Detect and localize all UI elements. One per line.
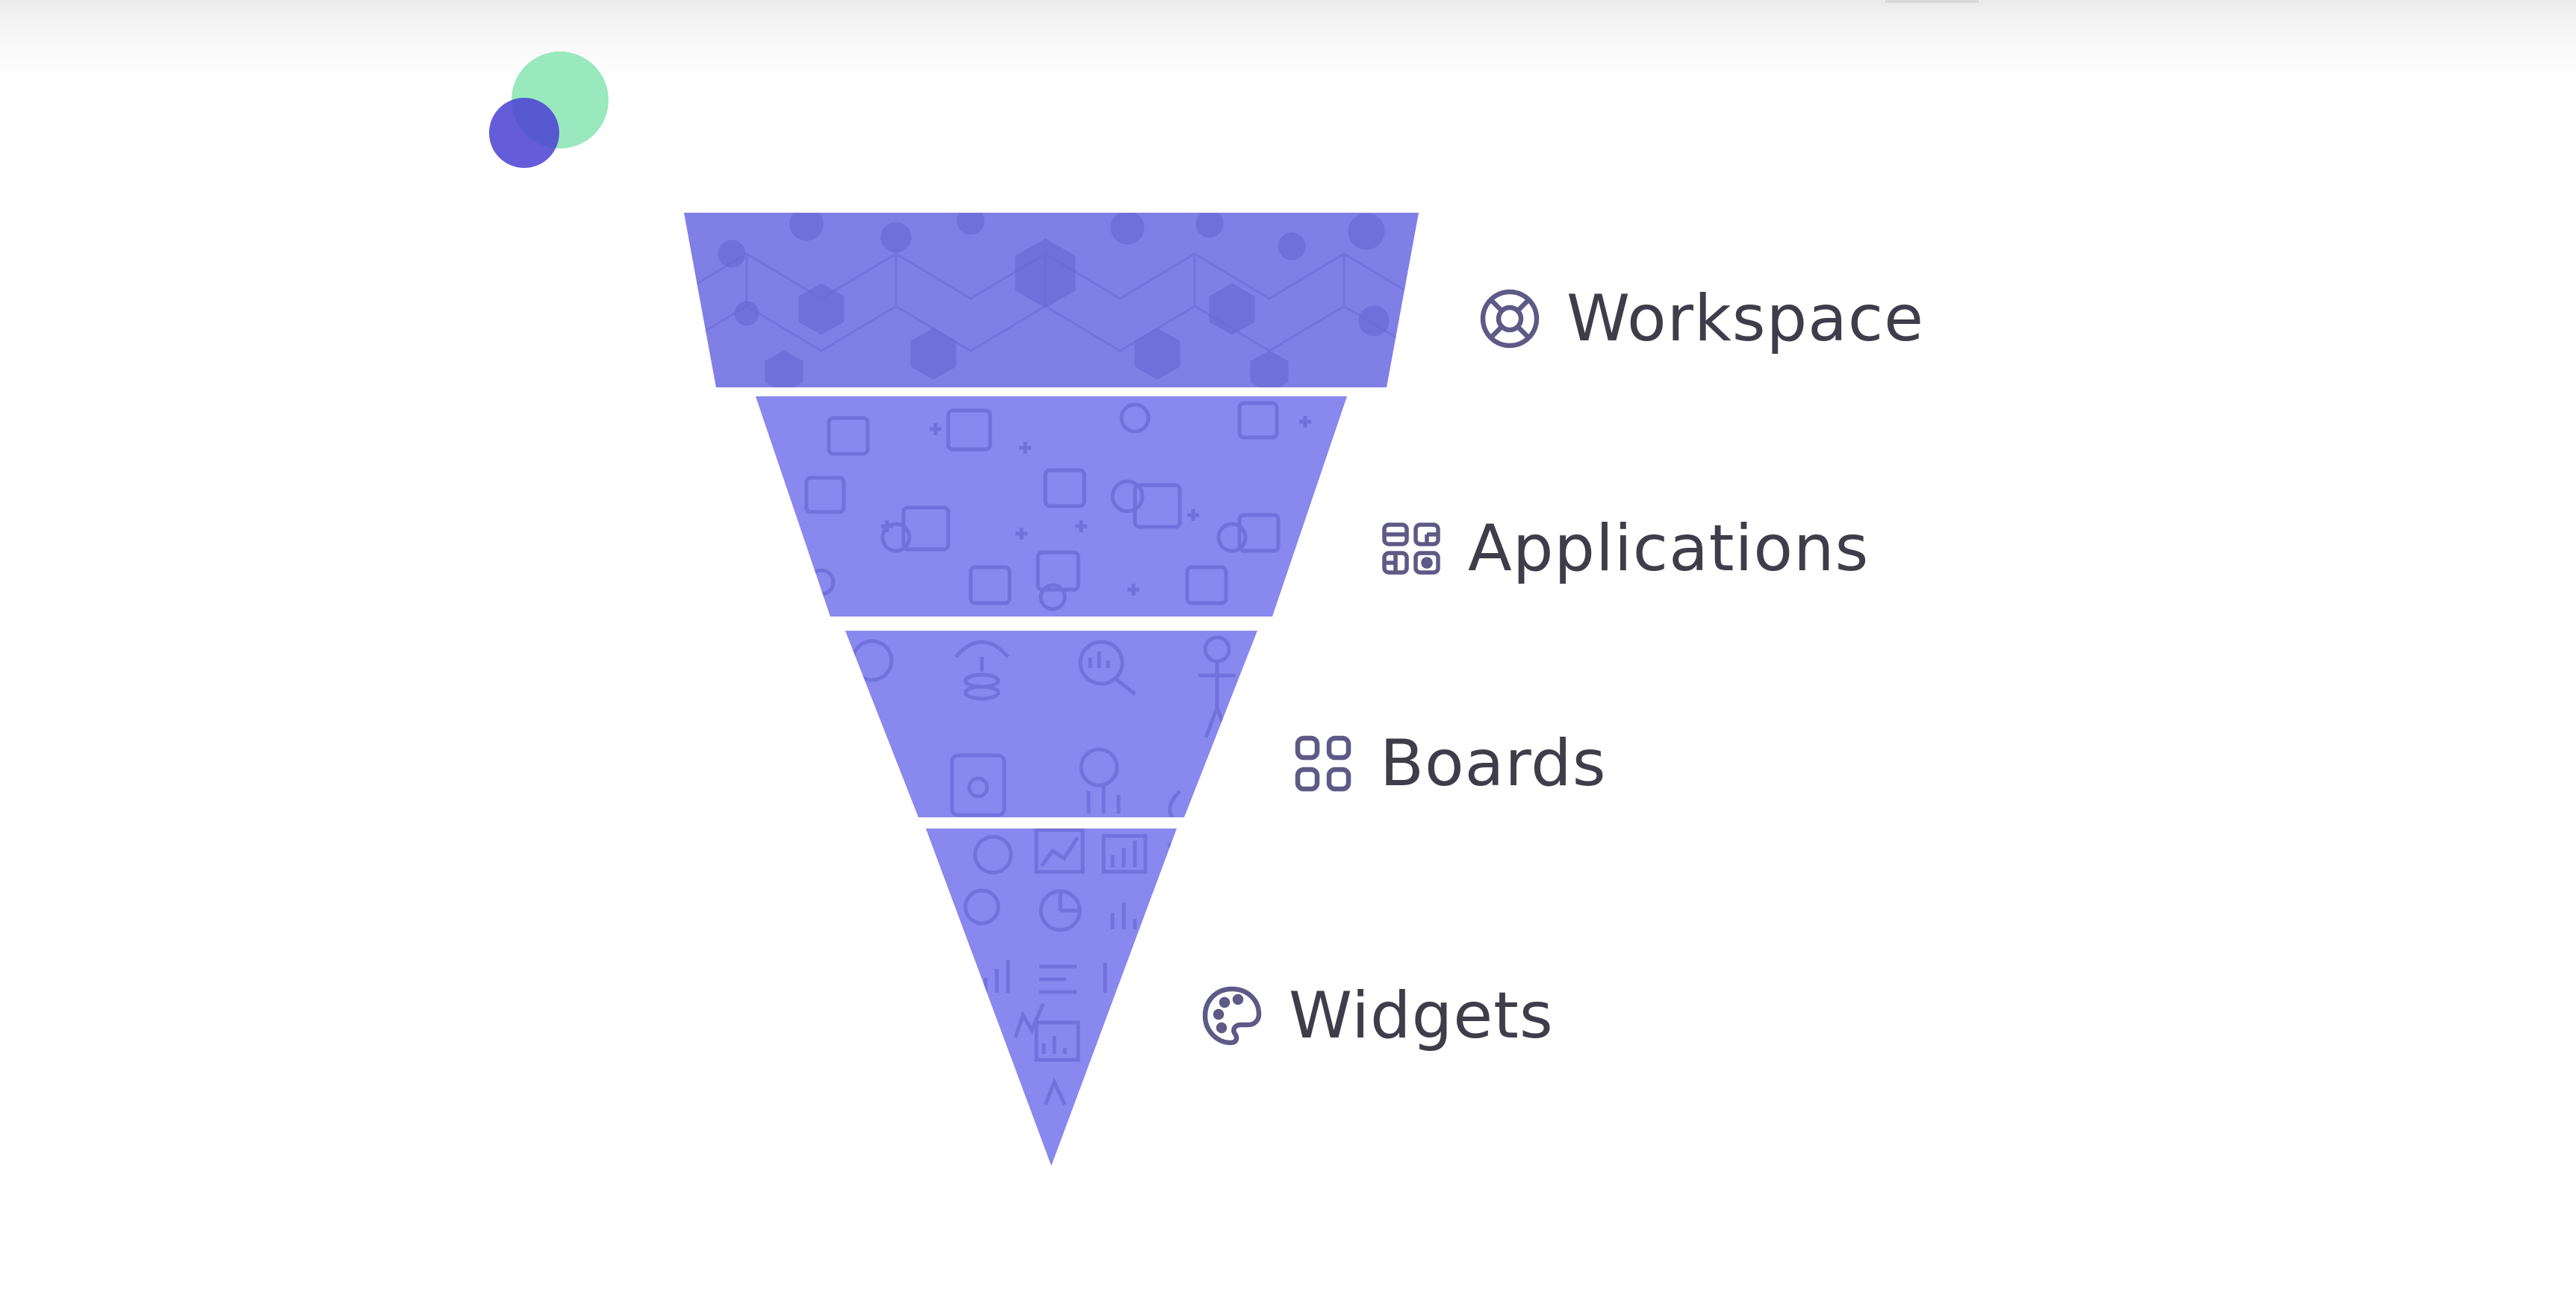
palette-icon <box>1201 984 1263 1047</box>
four-squares-icon <box>1292 732 1354 795</box>
funnel-layer-boards <box>845 631 1257 817</box>
calendar-dollar-pattern <box>804 401 1311 611</box>
funnel-layer-workspace <box>684 213 1419 387</box>
top-bar-indicator <box>1885 0 1979 3</box>
layer-label-widgets: Widgets <box>1201 967 1554 1064</box>
layer-label-boards: Boards <box>1292 715 1607 812</box>
layer-label-workspace: Workspace <box>1478 270 1924 367</box>
brand-logo <box>489 52 609 168</box>
funnel-layer-applications <box>756 396 1347 617</box>
widgets-label: Widgets <box>1289 979 1554 1053</box>
workspace-label: Workspace <box>1567 281 1925 356</box>
funnel-layer-widgets <box>926 829 1177 1166</box>
charts-pattern <box>963 829 1175 1106</box>
layer-label-applications: Applications <box>1380 500 1869 597</box>
finance-people-pattern <box>850 635 1236 817</box>
gear-network-pattern <box>684 213 1419 387</box>
top-bar <box>0 0 2576 82</box>
boards-label: Boards <box>1380 726 1607 801</box>
lifebuoy-icon <box>1478 287 1541 350</box>
logo-blue-circle <box>489 98 559 168</box>
funnel-separators <box>747 387 1356 829</box>
applications-label: Applications <box>1468 511 1870 586</box>
apps-grid-icon <box>1380 517 1443 580</box>
